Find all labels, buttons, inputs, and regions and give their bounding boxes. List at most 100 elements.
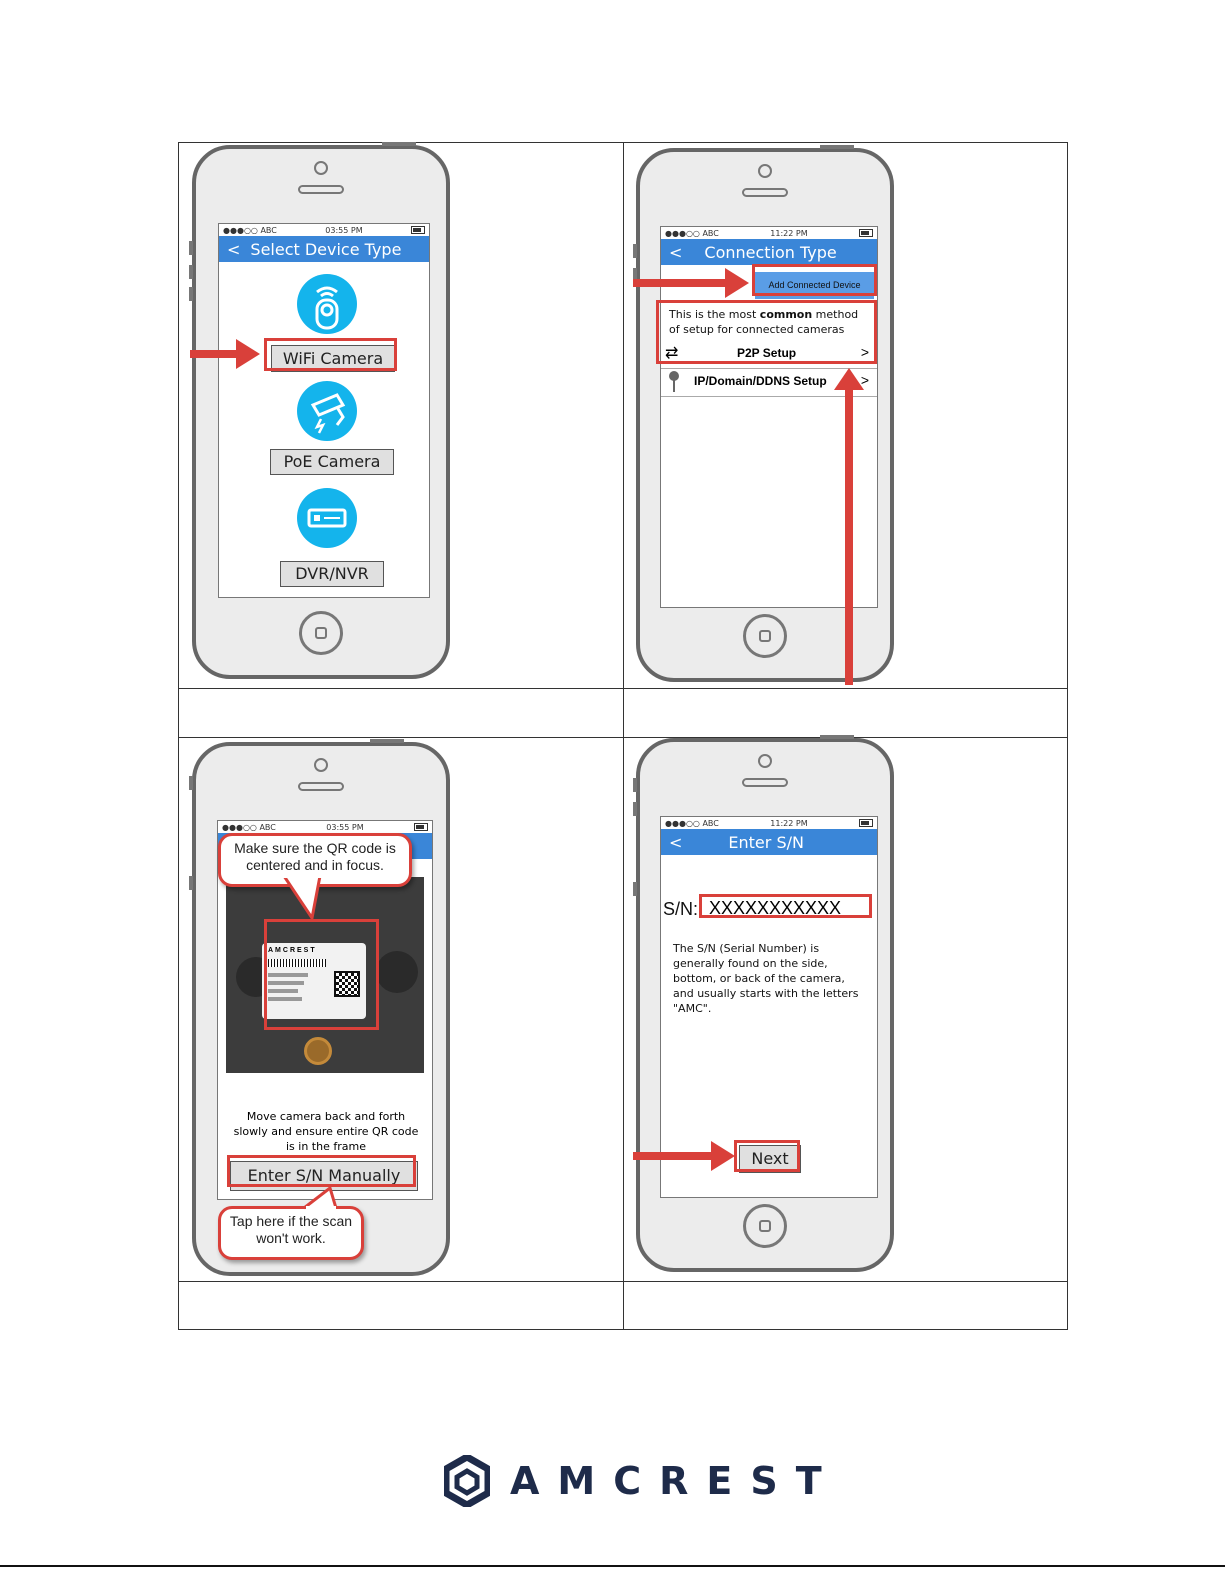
swap-arrows-icon: ⇄ [665,345,679,362]
carrier-label: ●●●○○ ABC [222,822,276,832]
sn-description: The S/N (Serial Number) is generally fou… [673,942,859,1015]
location-pin-icon [673,380,675,392]
carrier-label: ●●●○○ ABC [665,228,719,238]
scan-instructions: Move camera back and forth slowly and en… [233,1110,419,1153]
ip-domain-ddns-label: IP/Domain/DDNS Setup [694,374,827,388]
home-button-icon[interactable] [743,614,787,658]
carrier-label: ●●●○○ ABC [223,225,277,235]
qr-label-sticker: AMCREST [262,943,366,1019]
info-text: of setup for connected cameras [669,323,845,336]
highlight-sn-input [699,894,872,918]
nav-title: Connection Type [704,242,837,262]
chevron-right-icon: > [860,344,869,360]
highlight-wifi-camera [264,338,397,371]
nav-bar: < Connection Type [661,239,877,265]
highlight-p2p-setup [656,300,877,364]
wifi-camera-button[interactable]: WiFi Camera [271,345,395,372]
camera-mount-hole [304,1037,332,1065]
brand-name: AMCREST [510,1459,840,1503]
table-divider [179,688,1067,689]
phone-side-button [189,287,193,301]
label-text-line [268,997,302,1001]
front-camera-icon [314,161,328,175]
highlight-add-connected-device [752,264,877,296]
dvr-nvr-icon[interactable] [297,488,357,548]
dvr-nvr-button[interactable]: DVR/NVR [280,561,384,587]
qr-code-icon [334,971,360,997]
table-divider [179,737,1067,738]
label-brand: AMCREST [268,947,317,954]
arrow-right-icon [190,339,260,369]
location-pin-icon [669,371,679,381]
back-chevron-icon[interactable]: < [227,239,241,259]
page-bottom-rule [0,1565,1225,1567]
status-time: 11:22 PM [770,228,808,238]
table-divider-vertical [623,143,624,1329]
phone-side-button [189,265,193,279]
status-time: 11:22 PM [770,818,808,828]
next-button[interactable]: Next [739,1145,801,1173]
phone-connection-type: ●●●○○ ABC 11:22 PM < Connection Type Add… [633,145,894,682]
battery-icon [411,226,425,234]
phone-side-button [633,882,637,896]
info-emphasis: common [759,308,813,321]
status-time: 03:55 PM [326,822,364,832]
arrow-right-icon [633,268,749,298]
tip-bubble-scan-fail: Tap here if the scan won't work. [218,1206,364,1260]
phone-side-button [633,268,637,282]
label-text-line [268,981,304,985]
phone-side-button [633,244,637,258]
camera-viewfinder: AMCREST [226,877,424,1073]
battery-icon [859,229,873,237]
status-time: 03:55 PM [325,225,363,235]
back-chevron-icon[interactable]: < [669,832,683,852]
bubble-pointer-icon [303,1186,338,1210]
phone-side-button [633,778,637,792]
bubble-pointer-icon [282,874,322,922]
sn-label: S/N: [663,899,699,919]
poe-camera-button[interactable]: PoE Camera [270,449,394,475]
info-text: This is the most [669,308,760,321]
chevron-right-icon: > [860,372,869,388]
phone-top-button [820,735,854,739]
nav-bar: < Select Device Type [219,236,429,262]
nav-title: Select Device Type [250,239,402,259]
front-camera-icon [314,758,328,772]
status-bar: ●●●○○ ABC 03:55 PM [219,224,429,236]
highlight-enter-sn-manually [227,1155,416,1187]
sn-input[interactable]: XXXXXXXXXXX [709,898,842,918]
label-text-line [268,973,308,977]
speaker-icon [742,188,788,197]
carrier-label: ●●●○○ ABC [665,818,719,828]
speaker-icon [742,778,788,787]
front-camera-icon [758,164,772,178]
status-bar: ●●●○○ ABC 03:55 PM [218,821,432,833]
phone-enter-sn: ●●●○○ ABC 11:22 PM < Enter S/N S/N: XXXX… [633,735,894,1272]
table-divider [179,1281,1067,1282]
poe-camera-icon[interactable] [297,381,357,441]
label-text-line [268,989,298,993]
highlight-next [734,1140,800,1172]
phone-side-button [189,241,193,255]
phone-top-button [820,145,854,149]
arrow-up-icon [834,368,864,685]
nav-title: Enter S/N [728,832,804,852]
speaker-icon [298,782,344,791]
phone-top-button [370,739,404,743]
phone-screen: ●●●○○ ABC 11:22 PM < Connection Type Add… [660,226,878,608]
highlight-qr-frame [264,919,379,1030]
speaker-icon [298,185,344,194]
home-button-icon[interactable] [299,611,343,655]
phone-screen: ●●●○○ ABC 11:22 PM < Enter S/N S/N: XXXX… [660,816,878,1198]
ip-domain-ddns-row[interactable]: IP/Domain/DDNS Setup > [661,368,877,397]
camera-foot [376,951,418,993]
wifi-camera-icon[interactable] [297,274,357,334]
home-button-icon[interactable] [743,1204,787,1248]
p2p-setup-row[interactable]: ⇄ P2P Setup > [661,340,877,369]
status-bar: ●●●○○ ABC 11:22 PM [661,817,877,829]
battery-icon [859,819,873,827]
amcrest-hexagon-icon [444,1455,490,1507]
phone-screen: ●●●○○ ABC 03:55 PM < Select Device Type … [218,223,430,598]
back-chevron-icon[interactable]: < [669,242,683,262]
setup-info-text: This is the most common method of setup … [669,307,874,337]
